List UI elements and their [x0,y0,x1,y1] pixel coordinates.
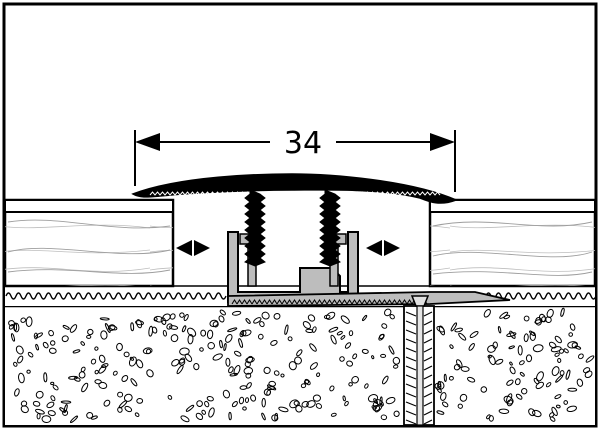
dimension-arrowhead-right [430,133,455,151]
right-floor-plank [428,198,597,288]
cover-profile [131,173,459,267]
screw-and-dowel [403,295,435,426]
dimension-label: 34 [284,126,322,161]
expansion-arrow-right [366,240,400,256]
dimension-arrowhead-left [135,133,160,151]
dimension-line: 34 [134,126,456,192]
expansion-arrow-left [176,240,210,256]
left-floor-plank [3,198,175,288]
concrete-subfloor [5,304,595,425]
